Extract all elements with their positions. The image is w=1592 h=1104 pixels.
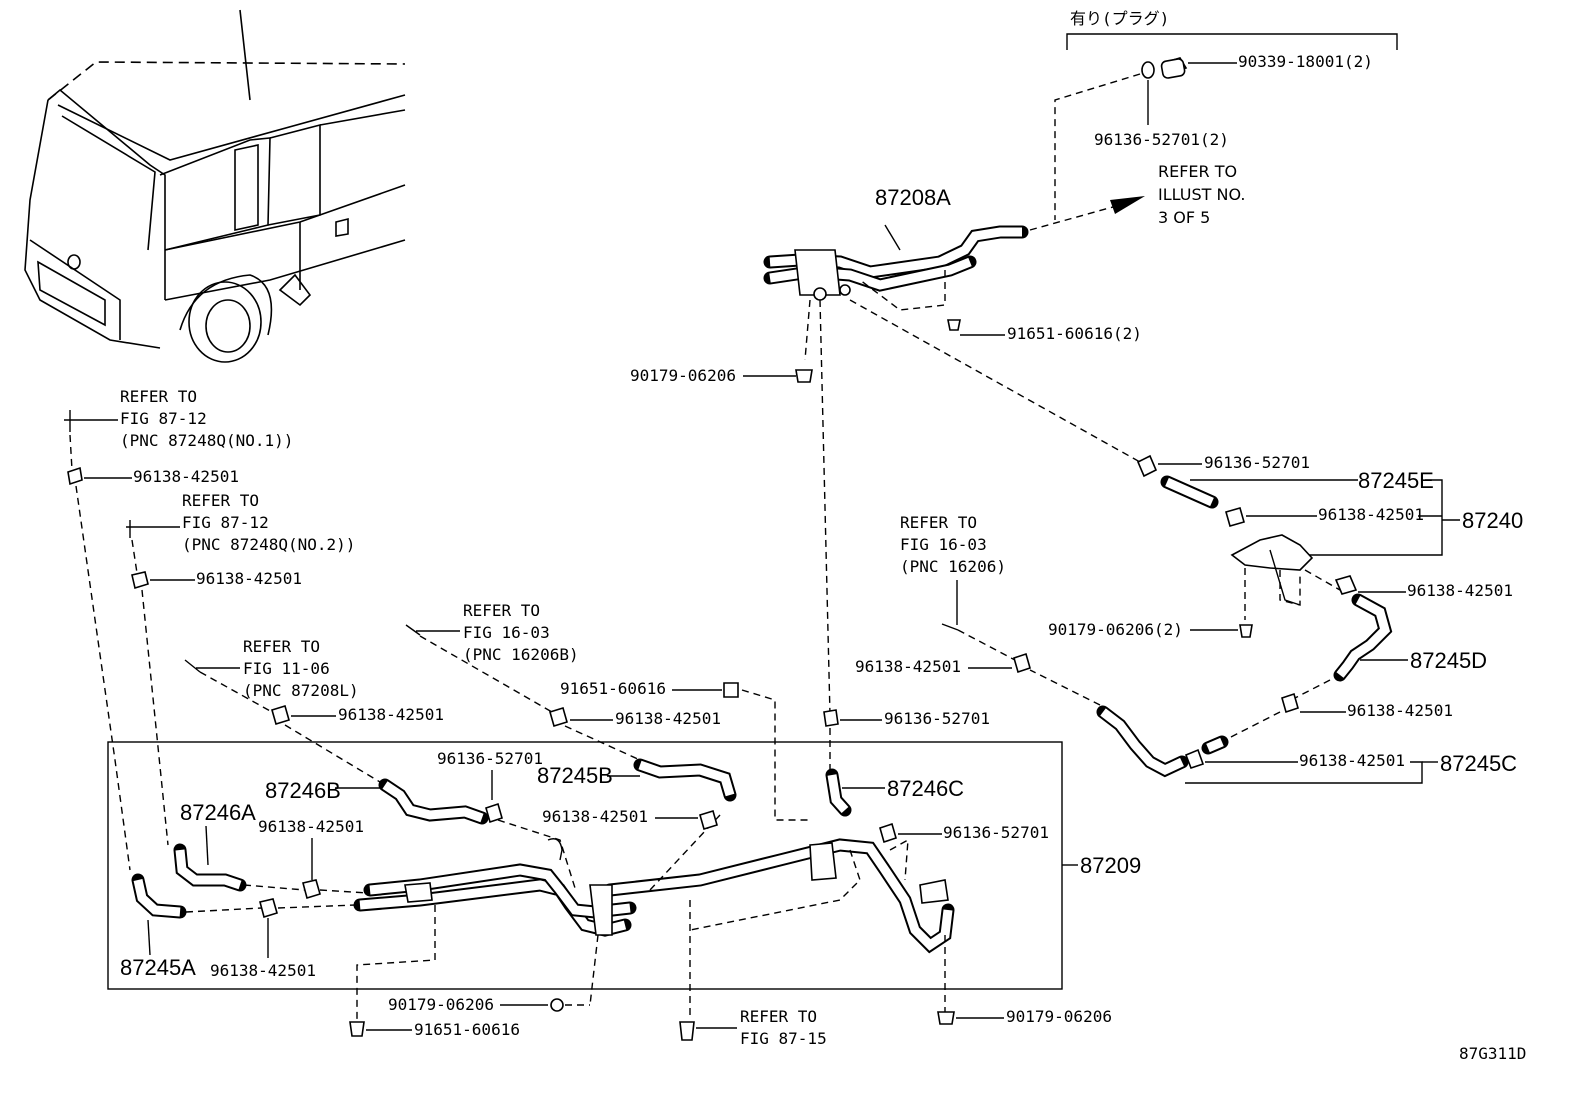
bolt-icon — [947, 319, 961, 331]
label-refer3-c: (PNC 87208L) — [243, 681, 359, 700]
label-refer2-b: FIG 87-12 — [182, 513, 269, 532]
label-87245E: 87245E — [1358, 468, 1434, 493]
label-refer4-a: REFER TO — [463, 601, 540, 620]
vehicle-illustration — [24, 9, 406, 363]
label-91651-60616-bot: 91651-60616 — [414, 1020, 520, 1039]
illustration-code: 87G311D — [1459, 1044, 1526, 1063]
bracket-87240 — [1230, 534, 1314, 571]
clamp-icon — [699, 809, 718, 831]
clamp-icon — [67, 466, 83, 486]
nut-icon — [795, 369, 813, 383]
label-87245C: 87245C — [1440, 751, 1517, 776]
label-96138-42501-b: 96138-42501 — [196, 569, 302, 588]
clamp-icon — [1141, 61, 1155, 79]
label-refer4-c: (PNC 16206B) — [463, 645, 579, 664]
clamp-icon — [1013, 652, 1031, 674]
label-refer1-c: (PNC 87248Q(NO.1)) — [120, 431, 293, 450]
label-87246A: 87246A — [180, 800, 256, 825]
clamp-icon — [1136, 454, 1158, 478]
label-refer5-b: FIG 16-03 — [900, 535, 987, 554]
label-plug-note: 有り(プラグ) — [1070, 9, 1169, 28]
label-96136-52701-mid: 96136-52701 — [884, 709, 990, 728]
clamp-icon — [1225, 507, 1245, 527]
label-90179-06206-2: 90179-06206(2) — [1048, 620, 1183, 639]
label-96138-42501-a: 96138-42501 — [133, 467, 239, 486]
label-96138-42501-h: 96138-42501 — [1347, 701, 1453, 720]
label-96136-52701-b: 96136-52701 — [437, 749, 543, 768]
label-87245D: 87245D — [1410, 648, 1487, 673]
label-96138-42501-j: 96138-42501 — [542, 807, 648, 826]
label-90179-06206-br: 90179-06206 — [1006, 1007, 1112, 1026]
arrow-icon — [1110, 196, 1145, 214]
label-91651-60616-mid: 91651-60616 — [560, 679, 666, 698]
label-96138-42501-l: 96138-42501 — [210, 961, 316, 980]
label-96138-42501-i: 96138-42501 — [1299, 751, 1405, 770]
label-refer5-c: (PNC 16206) — [900, 557, 1006, 576]
nut-icon — [1239, 624, 1253, 638]
clamp-icon — [1281, 692, 1299, 714]
label-87246C: 87246C — [887, 776, 964, 801]
label-refer6-a: REFER TO — [740, 1007, 817, 1026]
label-refer5-a: REFER TO — [900, 513, 977, 532]
clamp-icon — [271, 704, 290, 726]
label-refer2-c: (PNC 87248Q(NO.2)) — [182, 535, 355, 554]
clamp-icon — [549, 706, 568, 728]
pipe-87208A — [763, 224, 1029, 301]
label-refer6-b: FIG 87-15 — [740, 1029, 827, 1048]
label-87246B: 87246B — [265, 778, 341, 803]
clamp-icon — [131, 571, 149, 590]
clamp-icon — [879, 822, 897, 844]
pipe-87209 — [353, 838, 955, 954]
nut-icon — [937, 1011, 955, 1025]
label-96138-42501-g: 96138-42501 — [1407, 581, 1513, 600]
label-96138-42501-k: 96138-42501 — [258, 817, 364, 836]
label-refer4-b: FIG 16-03 — [463, 623, 550, 642]
label-96138-42501-f: 96138-42501 — [855, 657, 961, 676]
label-87208A: 87208A — [875, 185, 951, 210]
clamp-icon — [259, 898, 278, 919]
clamp-icon — [823, 709, 839, 727]
label-refer-illust-1: REFER TO — [1158, 162, 1237, 181]
bolt-icon — [349, 1021, 365, 1037]
clamp-icon — [485, 802, 503, 824]
label-96136-52701-c: 96136-52701 — [943, 823, 1049, 842]
label-96138-42501-c: 96138-42501 — [338, 705, 444, 724]
label-refer2-a: REFER TO — [182, 491, 259, 510]
label-96138-42501-d: 96138-42501 — [615, 709, 721, 728]
label-refer1-b: FIG 87-12 — [120, 409, 207, 428]
label-91651-60616-2: 91651-60616(2) — [1007, 324, 1142, 343]
clamp-icon — [1184, 748, 1205, 770]
label-90179-06206-bot: 90179-06206 — [388, 995, 494, 1014]
bolt-icon — [723, 682, 739, 698]
grommet-icon — [679, 1021, 695, 1041]
label-90339-18001: 90339-18001(2) — [1238, 52, 1373, 71]
label-87209: 87209 — [1080, 853, 1141, 878]
label-96136-52701-2: 96136-52701(2) — [1094, 130, 1229, 149]
label-refer-illust-3: 3 OF 5 — [1158, 208, 1210, 227]
clamp-icon — [1334, 575, 1358, 595]
plug-group: 有り(プラグ) 90339-18001(2) 96136-52701(2) — [1054, 9, 1398, 220]
label-96136-52701-a: 96136-52701 — [1204, 453, 1310, 472]
label-87240: 87240 — [1462, 508, 1523, 533]
label-refer3-a: REFER TO — [243, 637, 320, 656]
clamp-icon — [302, 879, 321, 900]
label-87245B: 87245B — [537, 763, 613, 788]
label-refer3-b: FIG 11-06 — [243, 659, 330, 678]
label-refer-illust-2: ILLUST NO. — [1158, 185, 1245, 204]
label-87245A: 87245A — [120, 955, 196, 980]
label-refer1-a: REFER TO — [120, 387, 197, 406]
nut-icon — [550, 998, 564, 1012]
label-96138-42501-e: 96138-42501 — [1318, 505, 1424, 524]
label-90179-06206-top: 90179-06206 — [630, 366, 736, 385]
